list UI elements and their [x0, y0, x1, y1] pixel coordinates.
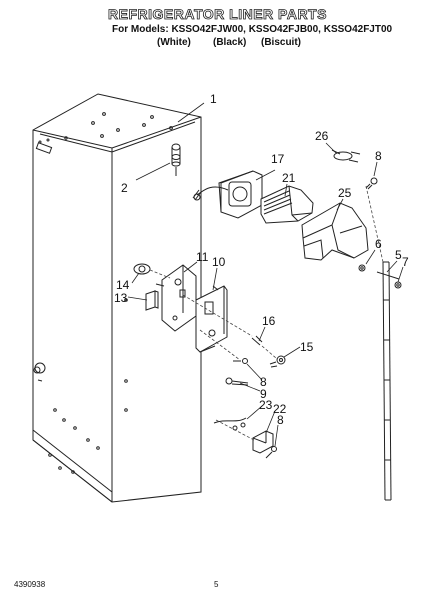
part-8-screw-mid: [233, 358, 248, 364]
color-black: (Black): [213, 37, 247, 48]
part-21-knob-housing: [260, 185, 314, 224]
callout-17: 17: [271, 152, 285, 166]
callout-10: 10: [212, 255, 226, 269]
callout-1: 1: [210, 92, 217, 106]
part-8-screw-bottom: [265, 446, 277, 459]
part-15-screw: [269, 355, 286, 368]
part-26-socket: [331, 149, 361, 163]
assembly-lines: [149, 185, 384, 441]
callout-21: 21: [282, 171, 296, 185]
callout-9: 9: [260, 387, 267, 401]
callout-8-mid: 8: [260, 375, 267, 389]
part-14-button: [133, 263, 151, 275]
color-biscuit: (Biscuit): [261, 37, 301, 48]
part-25-cover: [301, 202, 369, 261]
part-9-screw: [225, 377, 249, 386]
callout-14: 14: [116, 278, 130, 292]
callout-5: 5: [395, 248, 402, 262]
part-13-pad: [145, 290, 159, 311]
callout-7: 7: [402, 255, 409, 269]
page-number: 5: [214, 580, 219, 589]
callout-23: 23: [259, 398, 273, 412]
callout-8-bottom: 8: [277, 413, 284, 427]
callout-25: 25: [338, 186, 352, 200]
callout-11: 11: [196, 250, 209, 264]
part-23-wire: [213, 417, 247, 431]
callout-26: 26: [315, 129, 329, 143]
callout-16: 16: [262, 314, 276, 328]
part-17-control-housing: [192, 170, 263, 219]
part-16-clip: [251, 335, 263, 346]
callout-numbers: 1 2 26 8 17 21 25 11 10 14 13 6 5 7 16 1…: [114, 92, 409, 427]
part-2-sensor: [171, 143, 181, 176]
callout-15: 15: [300, 340, 314, 354]
callout-2: 2: [121, 181, 128, 195]
part-10-bracket: [195, 285, 228, 353]
callout-13: 13: [114, 291, 128, 305]
color-white: (White): [157, 37, 191, 48]
part-5-rod: [358, 261, 402, 501]
diagram-title: REFRIGERATOR LINER PARTS: [108, 6, 327, 23]
part-8-screw-top: [365, 177, 378, 190]
callout-22: 22: [273, 402, 287, 416]
callout-6: 6: [375, 237, 382, 251]
leader-lines: [127, 102, 404, 447]
document-number: 4390938: [14, 580, 46, 589]
callout-8-top: 8: [375, 149, 382, 163]
part-22-switch: [252, 430, 274, 454]
model-numbers: For Models: KSSO42FJW00, KSSO42FJB00, KS…: [112, 24, 393, 35]
liner-cabinet: [32, 93, 202, 503]
